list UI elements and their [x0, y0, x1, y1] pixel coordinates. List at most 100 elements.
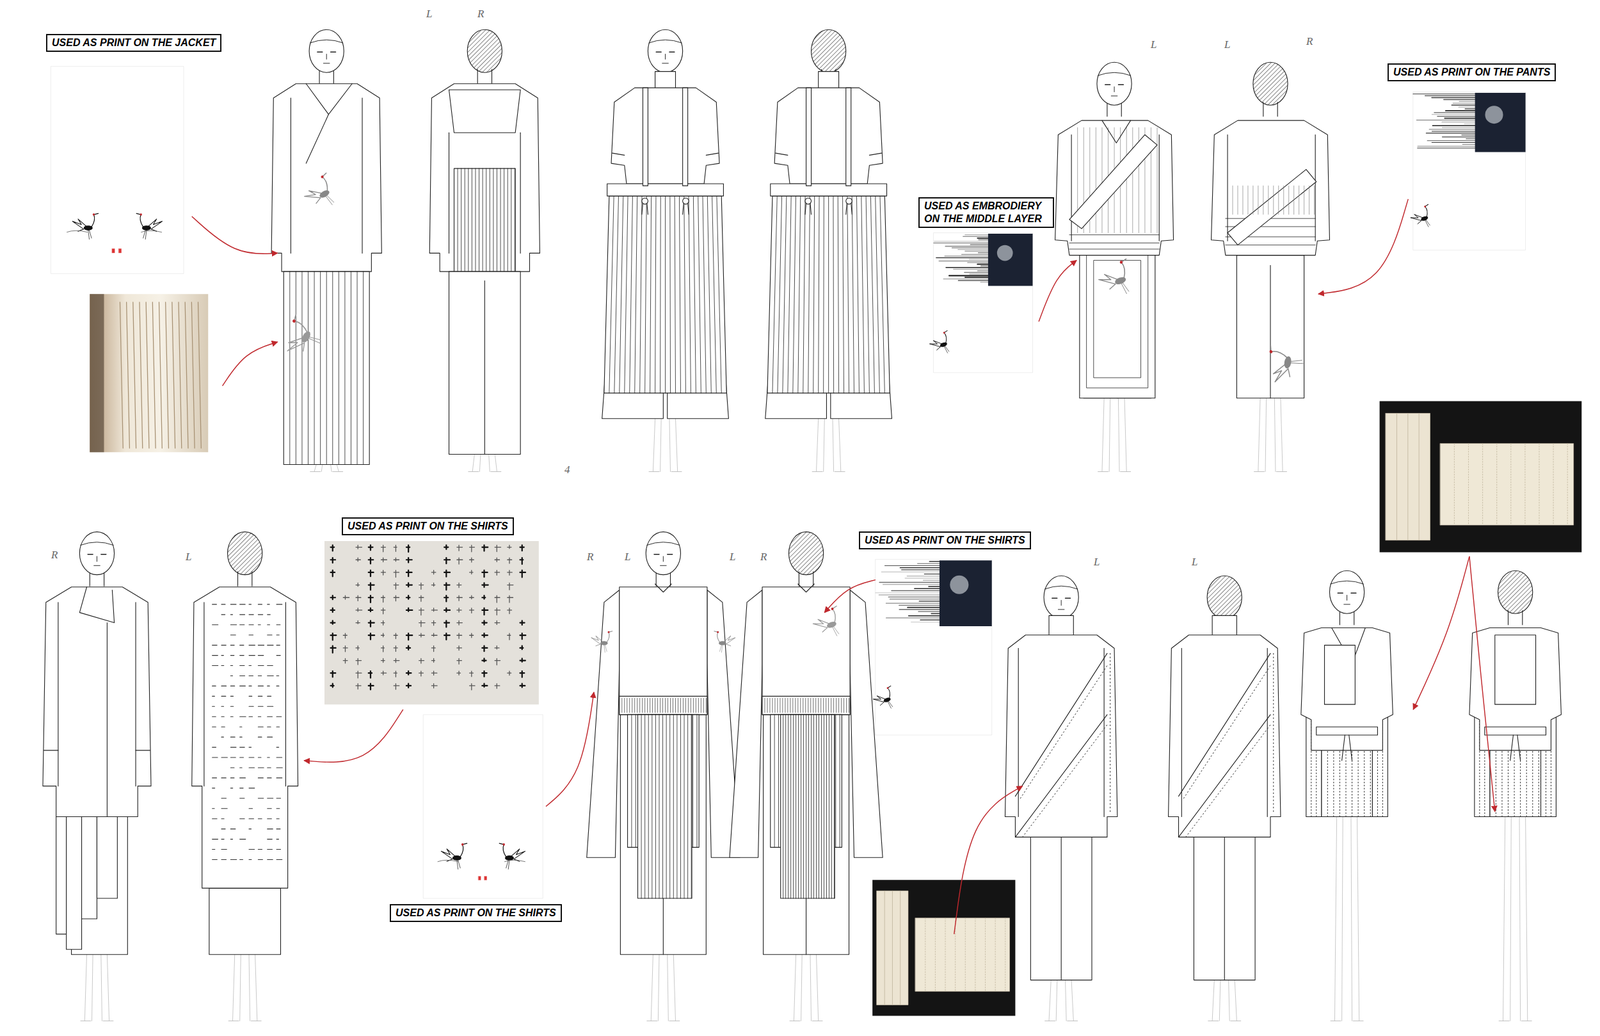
- pleat-line: [772, 195, 885, 393]
- long-sleeve: [729, 590, 763, 858]
- brush-mark: [343, 595, 349, 664]
- script-print: [230, 604, 237, 860]
- collar: [655, 71, 676, 91]
- belt: [1316, 726, 1378, 735]
- red-seal: [118, 248, 121, 253]
- belt-tie: [1342, 734, 1346, 761]
- ink-streak: [934, 240, 996, 242]
- crane-leg: [944, 344, 950, 353]
- sleeve-seam: [1159, 134, 1160, 241]
- pants: [1030, 816, 1092, 980]
- brush-mark: [507, 544, 514, 675]
- crane-leg: [506, 859, 510, 869]
- brush-mark: [431, 570, 438, 688]
- pencil-leg: [472, 454, 497, 472]
- pencil-leg: [1048, 979, 1074, 1021]
- long-coat: [42, 586, 152, 817]
- callout-box: USED AS PRINT ON THE SHIRTS: [858, 531, 1032, 550]
- pants: [1193, 816, 1256, 980]
- suspender: [642, 87, 648, 186]
- hair-line: [310, 39, 344, 43]
- leader-arrow: [192, 216, 278, 254]
- leader-arrow: [1038, 260, 1077, 322]
- diagonal-fold: [1178, 652, 1271, 796]
- diagonal-strap: [1069, 134, 1158, 229]
- brush-mark: [520, 544, 527, 687]
- knot-tail: [682, 202, 685, 215]
- sleeve-seam: [57, 602, 59, 786]
- brush-mark: [456, 544, 463, 675]
- hair-line: [1330, 580, 1364, 584]
- pencil-foot: [1098, 471, 1131, 472]
- crane-motif: [1264, 344, 1306, 386]
- head-back: [227, 531, 263, 575]
- pants: [209, 887, 281, 955]
- moon: [1484, 105, 1503, 124]
- head-front: [79, 531, 114, 575]
- head-back: [1498, 570, 1533, 614]
- script-print: [221, 604, 228, 860]
- callout-box: USED AS EMBRODIERY ON THE MIDDLE LAYER: [918, 197, 1055, 228]
- sleeve-seam: [285, 602, 287, 786]
- top: [774, 87, 883, 184]
- collar-line: [305, 83, 352, 115]
- brush-mark: [393, 544, 400, 689]
- pencil-foot: [648, 471, 682, 472]
- pencil-foot: [647, 1020, 680, 1021]
- brush-mark: [444, 544, 450, 640]
- fabric-fold: [884, 890, 901, 1005]
- pencil-leg: [1102, 398, 1127, 472]
- panel-edge: [1178, 714, 1271, 837]
- sleeve-seam: [1071, 134, 1072, 241]
- print-swatch: [51, 66, 184, 274]
- ink-streak: [1416, 119, 1483, 121]
- belt: [1484, 726, 1547, 735]
- pencil-leg: [1334, 816, 1359, 1021]
- knot-tail: [688, 202, 690, 215]
- pleat-line: [289, 271, 364, 464]
- callout-text: USED AS PRINT ON THE PANTS: [1393, 65, 1551, 79]
- sketch-note: R: [1306, 35, 1313, 48]
- sketch-note: L: [1191, 556, 1198, 569]
- crane-neck: [606, 631, 613, 642]
- belt-tie: [1349, 734, 1353, 761]
- crane-motif: [299, 172, 342, 215]
- red-seal: [478, 876, 481, 880]
- head-front: [1329, 570, 1364, 614]
- apron-front-layer: [780, 714, 836, 898]
- brush-mark: [406, 544, 413, 688]
- sketch-note: R: [51, 549, 58, 562]
- face-mark: [1111, 87, 1118, 96]
- ink-streak: [938, 260, 995, 262]
- brush-mark: [355, 544, 363, 689]
- crane-motif: [72, 213, 98, 239]
- cuff-line: [44, 749, 59, 751]
- eye-mark: [656, 51, 675, 53]
- ink-streak: [1425, 95, 1483, 97]
- crane-neck: [499, 842, 507, 857]
- long-sleeve: [849, 590, 883, 858]
- gather-line: [622, 698, 707, 713]
- ink-streak: [885, 602, 948, 604]
- gathered-waist: [619, 695, 708, 715]
- sketch-note: R: [586, 551, 594, 564]
- sleeve-seam: [448, 132, 450, 253]
- rolled-fabric: [876, 890, 909, 1005]
- jacket: [271, 83, 382, 272]
- crane-neck: [829, 606, 842, 623]
- sketch-note: L: [426, 8, 432, 21]
- script-print: [257, 604, 264, 860]
- pencil-leg: [793, 954, 818, 1021]
- pleat-line: [457, 168, 515, 272]
- collar-line: [1102, 120, 1131, 143]
- pants: [620, 714, 706, 955]
- crane-leg: [1121, 281, 1129, 294]
- sleeve-seam: [1226, 134, 1228, 241]
- callout-text: USED AS PRINT ON THE SHIRTS: [347, 519, 509, 533]
- hair-line: [648, 39, 682, 43]
- crane-head: [1424, 205, 1427, 208]
- pencil-foot: [1254, 471, 1288, 472]
- quilt-seam: [1495, 744, 1539, 817]
- knot-tail: [810, 202, 812, 215]
- callout-box: USED AS PRINT ON THE SHIRTS: [389, 903, 562, 922]
